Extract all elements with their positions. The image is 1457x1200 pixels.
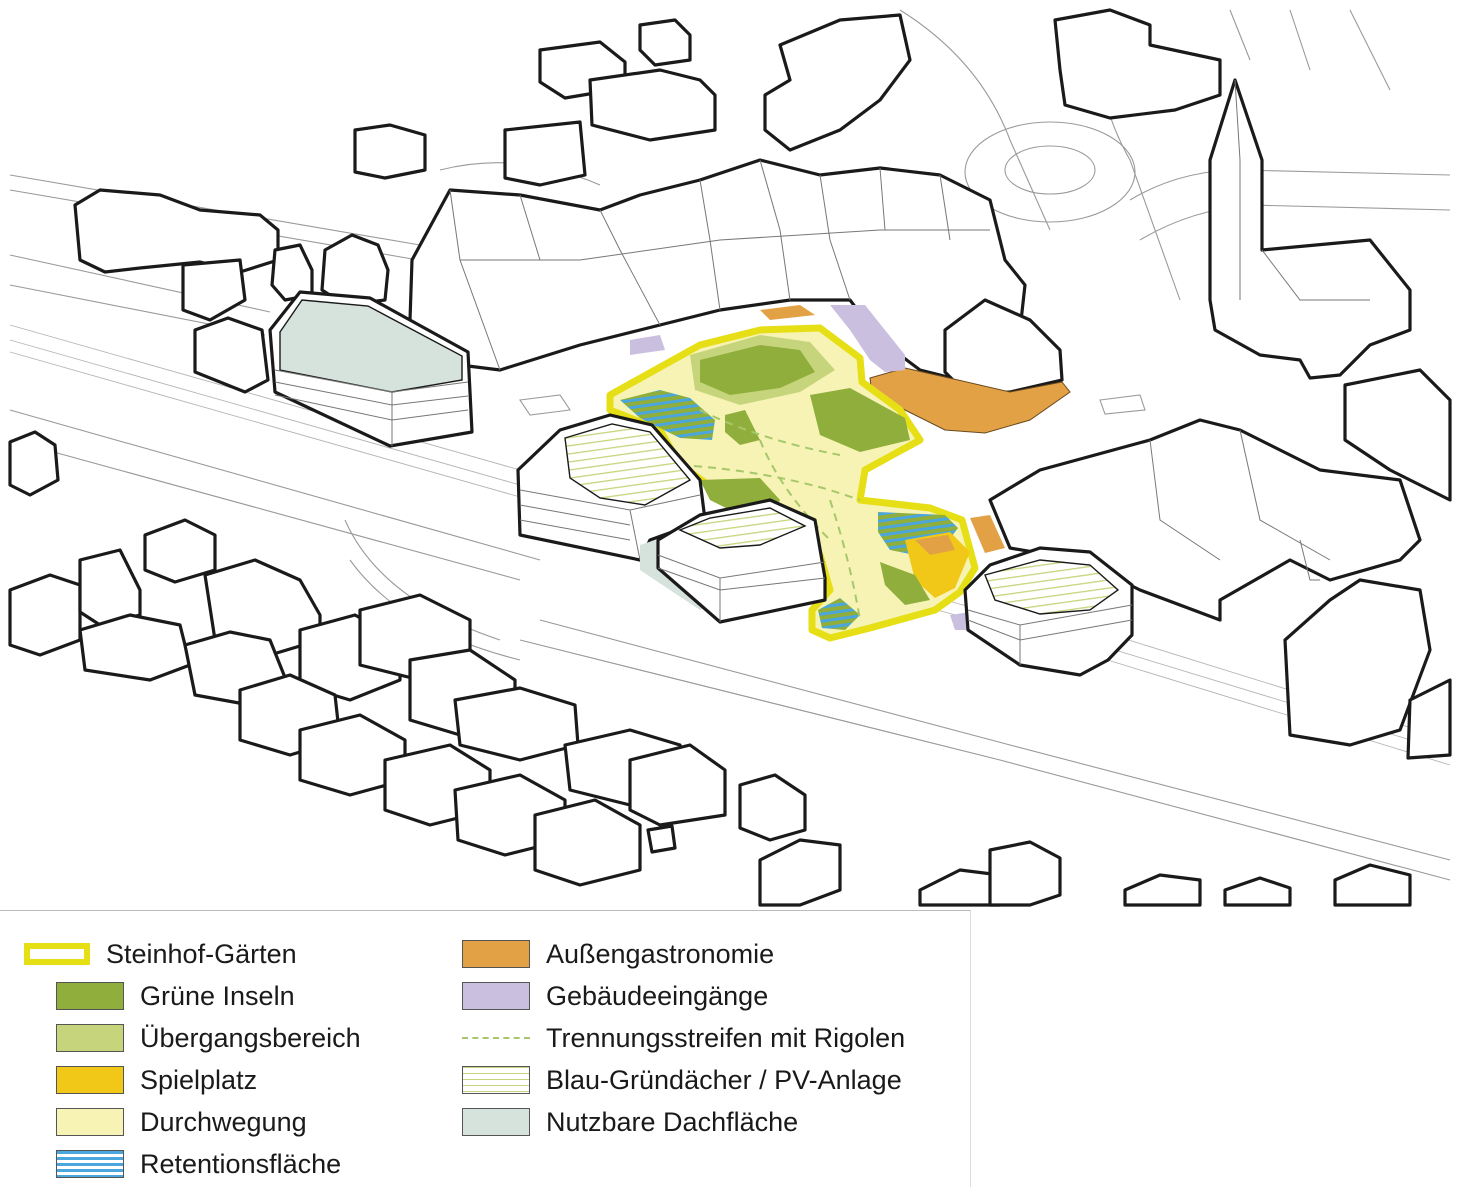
lavender-swatch-icon — [462, 982, 530, 1010]
legend-label: Spielplatz — [140, 1064, 258, 1095]
yellow-swatch-icon — [56, 1066, 124, 1094]
legend-label: Übergangsbereich — [140, 1022, 361, 1053]
legend-label: Außengastronomie — [546, 938, 775, 969]
church — [1208, 78, 1412, 380]
legend: Steinhof-Gärten Grüne Inseln Übergangsbe… — [0, 910, 971, 1187]
legend-item-spielplatz: Spielplatz — [56, 1062, 257, 1098]
buildings-north — [353, 8, 1222, 187]
buildings-west — [8, 188, 390, 497]
green-stripes-swatch-icon — [462, 1066, 530, 1094]
legend-item-retentionsflaeche: Retentionsfläche — [56, 1146, 341, 1182]
outline-swatch-icon — [24, 943, 90, 965]
legend-item-trennungsstreifen: Trennungsstreifen mit Rigolen — [462, 1020, 905, 1056]
light-green-swatch-icon — [56, 1024, 124, 1052]
legend-item-durchwegung: Durchwegung — [56, 1104, 307, 1140]
legend-item-steinhof-gaerten: Steinhof-Gärten — [24, 936, 297, 972]
legend-label: Durchwegung — [140, 1106, 307, 1137]
green-swatch-icon — [56, 982, 124, 1010]
legend-label: Trennungsstreifen mit Rigolen — [546, 1022, 906, 1053]
new-buildings — [268, 290, 1134, 677]
dashed-line-icon — [462, 1024, 530, 1052]
blue-stripes-swatch-icon — [56, 1150, 124, 1178]
orange-swatch-icon — [462, 940, 530, 968]
legend-label: Blau-Gründächer / PV-Anlage — [546, 1064, 902, 1095]
grey-green-swatch-icon — [462, 1108, 530, 1136]
legend-label: Gebäudeeingänge — [546, 980, 769, 1011]
legend-item-uebergangsbereich: Übergangsbereich — [56, 1020, 361, 1056]
legend-label: Nutzbare Dachfläche — [546, 1106, 799, 1137]
legend-label: Retentionsfläche — [140, 1148, 342, 1179]
road-network — [9, 9, 1451, 881]
legend-item-blau-gruendaecher: Blau-Gründächer / PV-Anlage — [462, 1062, 902, 1098]
legend-item-gebaeudeeingaenge: Gebäudeeingänge — [462, 978, 768, 1014]
legend-item-aussengastronomie: Außengastronomie — [462, 936, 774, 972]
site-axonometric-map — [8, 8, 1452, 907]
legend-label: Steinhof-Gärten — [106, 938, 297, 969]
legend-item-gruene-inseln: Grüne Inseln — [56, 978, 295, 1014]
buildings-south — [8, 518, 1412, 907]
outdoor-dining-areas — [760, 305, 1071, 553]
pale-yellow-swatch-icon — [56, 1108, 124, 1136]
legend-label: Grüne Inseln — [140, 980, 295, 1011]
buildings-east — [988, 368, 1452, 760]
legend-item-nutzbare-dachflaeche: Nutzbare Dachfläche — [462, 1104, 798, 1140]
